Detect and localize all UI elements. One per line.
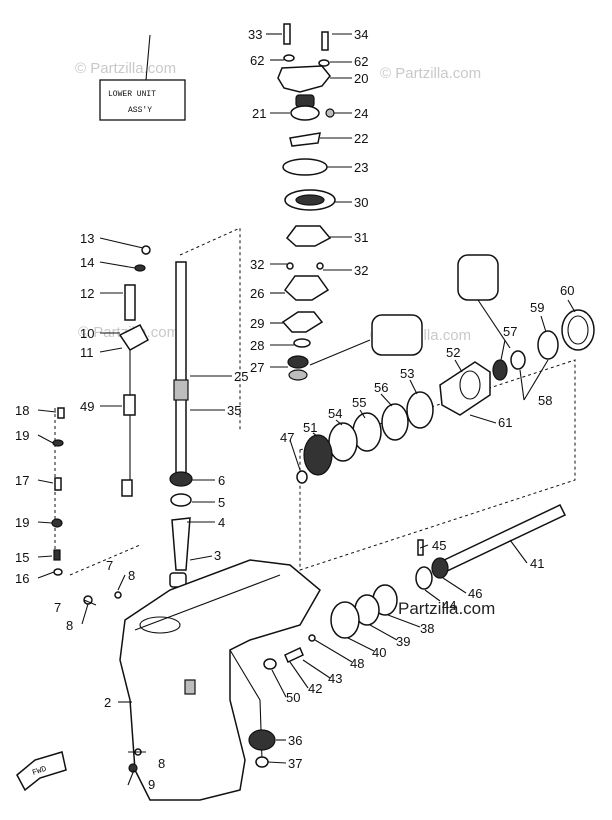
- callout-7-top: 7: [106, 558, 113, 573]
- callout-7-bottom: 7: [54, 600, 61, 615]
- callout-40: 40: [372, 645, 386, 660]
- callout-36: 36: [288, 733, 302, 748]
- fwd-label: FWD: [31, 765, 48, 778]
- callout-24: 24: [354, 106, 368, 121]
- watermark-top-right: © Partzilla.com: [380, 65, 481, 82]
- callout-43: 43: [328, 671, 342, 686]
- callout-28: 28: [250, 338, 264, 353]
- lower-case-housing: [83, 559, 321, 801]
- callout-22: 22: [354, 131, 368, 146]
- callout-58: 58: [538, 393, 552, 408]
- leader-lines: [37, 33, 576, 786]
- callout-62-left: 62: [250, 53, 264, 68]
- shift-rod-assembly: [118, 245, 151, 497]
- watermark-main: Partzilla.com: [398, 599, 495, 618]
- callout-30: 30: [354, 195, 368, 210]
- callout-17: 17: [15, 473, 29, 488]
- callout-33: 33: [248, 27, 262, 42]
- callout-25: 25: [234, 369, 248, 384]
- callout-44: 44: [442, 598, 456, 613]
- driveshaft: [169, 261, 193, 588]
- propeller-shaft: [248, 504, 567, 768]
- callout-31: 31: [354, 230, 368, 245]
- title-line-2: ASS'Y: [128, 106, 152, 115]
- callout-32-right: 32: [354, 263, 368, 278]
- callout-13: 13: [80, 231, 94, 246]
- callout-41: 41: [530, 556, 544, 571]
- left-small-parts: [51, 407, 65, 576]
- callout-18: 18: [15, 403, 29, 418]
- fwd-arrow: FWD: [16, 751, 67, 792]
- callout-2: 2: [104, 695, 111, 710]
- callout-39: 39: [396, 634, 410, 649]
- callout-57: 57: [503, 324, 517, 339]
- callout-38: 38: [420, 621, 434, 636]
- water-pump-assembly: [277, 23, 371, 381]
- callout-29: 29: [250, 316, 264, 331]
- callout-4: 4: [218, 515, 225, 530]
- callout-56: 56: [374, 380, 388, 395]
- callout-19-top: 19: [15, 428, 29, 443]
- callout-8-bottom: 8: [158, 756, 165, 771]
- callout-26: 26: [250, 286, 264, 301]
- title-box: LOWER UNIT ASS'Y: [99, 34, 186, 121]
- callout-19-bottom: 19: [15, 515, 29, 530]
- callout-37: 37: [288, 756, 302, 771]
- callout-8-top: 8: [128, 568, 135, 583]
- callout-21: 21: [252, 106, 266, 121]
- callout-10: 10: [80, 326, 94, 341]
- callout-32-left: 32: [250, 257, 264, 272]
- prop-shaft-housing-group: [296, 254, 595, 484]
- callout-27: 27: [250, 360, 264, 375]
- callout-23: 23: [354, 160, 368, 175]
- callout-50: 50: [286, 690, 300, 705]
- callout-62-right: 62: [354, 54, 368, 69]
- callout-labels: 33 34 62 62 20 21 24 22 23 30 31 32 32 2…: [15, 27, 574, 792]
- callout-49: 49: [80, 399, 94, 414]
- callout-14: 14: [80, 255, 94, 270]
- callout-11: 11: [80, 345, 94, 360]
- callout-6: 6: [218, 473, 225, 488]
- callout-59: 59: [530, 300, 544, 315]
- title-line-1: LOWER UNIT: [108, 90, 156, 99]
- callout-15: 15: [15, 550, 29, 565]
- callout-46: 46: [468, 586, 482, 601]
- callout-54: 54: [328, 406, 342, 421]
- callout-9: 9: [148, 777, 155, 792]
- callout-52: 52: [446, 345, 460, 360]
- callout-3: 3: [214, 548, 221, 563]
- callout-34: 34: [354, 27, 368, 42]
- callout-45: 45: [432, 538, 446, 553]
- callout-51: 51: [303, 420, 317, 435]
- callout-16: 16: [15, 571, 29, 586]
- callout-61: 61: [498, 415, 512, 430]
- callout-55: 55: [352, 395, 366, 410]
- callout-42: 42: [308, 681, 322, 696]
- callout-53: 53: [400, 366, 414, 381]
- callout-8-mid: 8: [66, 618, 73, 633]
- callout-20: 20: [354, 71, 368, 86]
- callout-48: 48: [350, 656, 364, 671]
- callout-60: 60: [560, 283, 574, 298]
- callout-35: 35: [227, 403, 241, 418]
- watermark-top-left: © Partzilla.com: [75, 60, 176, 77]
- callout-5: 5: [218, 495, 225, 510]
- callout-12: 12: [80, 286, 94, 301]
- callout-47: 47: [280, 430, 294, 445]
